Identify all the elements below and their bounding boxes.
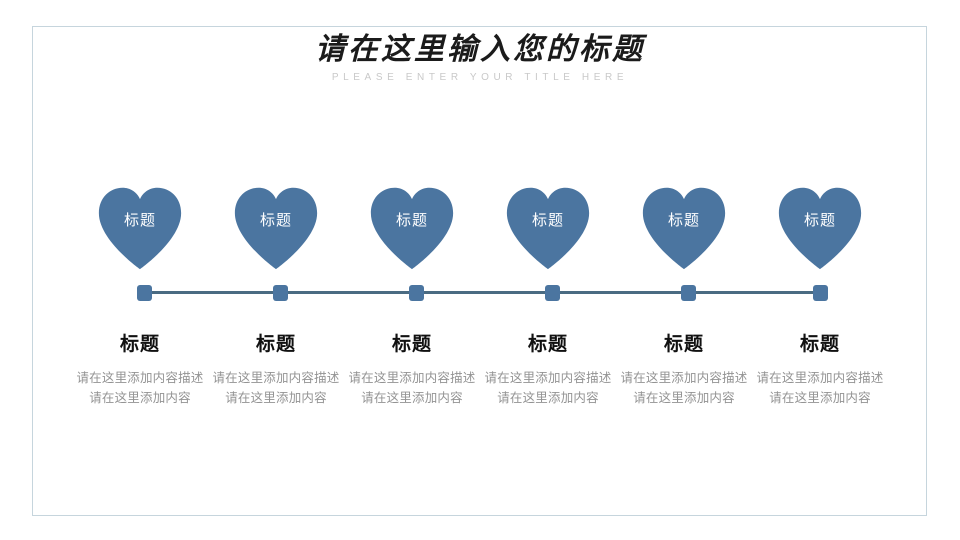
heart-label: 标题 bbox=[803, 212, 836, 229]
heart-item-4[interactable]: 标题 bbox=[480, 186, 616, 278]
caption-item-6[interactable]: 标题 请在这里添加内容描述请在这里添加内容 bbox=[752, 334, 888, 409]
heart-icon: 标题 bbox=[96, 186, 184, 270]
heart-item-5[interactable]: 标题 bbox=[616, 186, 752, 278]
caption-title: 标题 bbox=[799, 334, 840, 355]
caption-title: 标题 bbox=[663, 334, 704, 355]
heart-item-3[interactable]: 标题 bbox=[344, 186, 480, 278]
caption-body: 请在这里添加内容描述请在这里添加内容 bbox=[756, 370, 884, 406]
timeline-node-4[interactable] bbox=[545, 285, 560, 301]
heart-icon: 标题 bbox=[776, 186, 864, 270]
heart-label: 标题 bbox=[531, 212, 564, 229]
timeline-connector-line bbox=[140, 291, 820, 294]
caption-body: 请在这里添加内容描述请在这里添加内容 bbox=[620, 370, 748, 406]
page-subtitle: PLEASE ENTER YOUR TITLE HERE bbox=[331, 72, 629, 84]
heart-label: 标题 bbox=[395, 212, 428, 229]
caption-item-4[interactable]: 标题 请在这里添加内容描述请在这里添加内容 bbox=[480, 334, 616, 409]
slide-header: 请在这里输入您的标题 PLEASE ENTER YOUR TITLE HERE bbox=[0, 32, 960, 84]
heart-icon: 标题 bbox=[368, 186, 456, 270]
heart-item-6[interactable]: 标题 bbox=[752, 186, 888, 278]
heart-item-1[interactable]: 标题 bbox=[72, 186, 208, 278]
heart-label: 标题 bbox=[259, 212, 292, 229]
caption-title: 标题 bbox=[119, 334, 160, 355]
timeline-node-5[interactable] bbox=[681, 285, 696, 301]
caption-item-3[interactable]: 标题 请在这里添加内容描述请在这里添加内容 bbox=[344, 334, 480, 409]
timeline-node-1[interactable] bbox=[137, 285, 152, 301]
timeline-node-6[interactable] bbox=[813, 285, 828, 301]
heart-label: 标题 bbox=[123, 212, 156, 229]
heart-item-2[interactable]: 标题 bbox=[208, 186, 344, 278]
timeline-node-group bbox=[136, 285, 828, 301]
caption-item-5[interactable]: 标题 请在这里添加内容描述请在这里添加内容 bbox=[616, 334, 752, 409]
heart-icons-row: 标题 标题 标题 标题 bbox=[72, 186, 888, 278]
caption-title: 标题 bbox=[391, 334, 432, 355]
timeline-node-3[interactable] bbox=[409, 285, 424, 301]
caption-item-2[interactable]: 标题 请在这里添加内容描述请在这里添加内容 bbox=[208, 334, 344, 409]
heart-icon: 标题 bbox=[504, 186, 592, 270]
captions-row: 标题 请在这里添加内容描述请在这里添加内容 标题 请在这里添加内容描述请在这里添… bbox=[72, 334, 888, 409]
timeline-node-2[interactable] bbox=[273, 285, 288, 301]
caption-body: 请在这里添加内容描述请在这里添加内容 bbox=[212, 370, 340, 406]
caption-title: 标题 bbox=[255, 334, 296, 355]
heart-icon: 标题 bbox=[640, 186, 728, 270]
caption-body: 请在这里添加内容描述请在这里添加内容 bbox=[76, 370, 204, 406]
timeline bbox=[136, 285, 828, 301]
caption-item-1[interactable]: 标题 请在这里添加内容描述请在这里添加内容 bbox=[72, 334, 208, 409]
heart-icon: 标题 bbox=[232, 186, 320, 270]
caption-body: 请在这里添加内容描述请在这里添加内容 bbox=[484, 370, 612, 406]
caption-body: 请在这里添加内容描述请在这里添加内容 bbox=[348, 370, 476, 406]
heart-label: 标题 bbox=[667, 212, 700, 229]
caption-title: 标题 bbox=[527, 334, 568, 355]
page-title: 请在这里输入您的标题 bbox=[315, 33, 645, 66]
